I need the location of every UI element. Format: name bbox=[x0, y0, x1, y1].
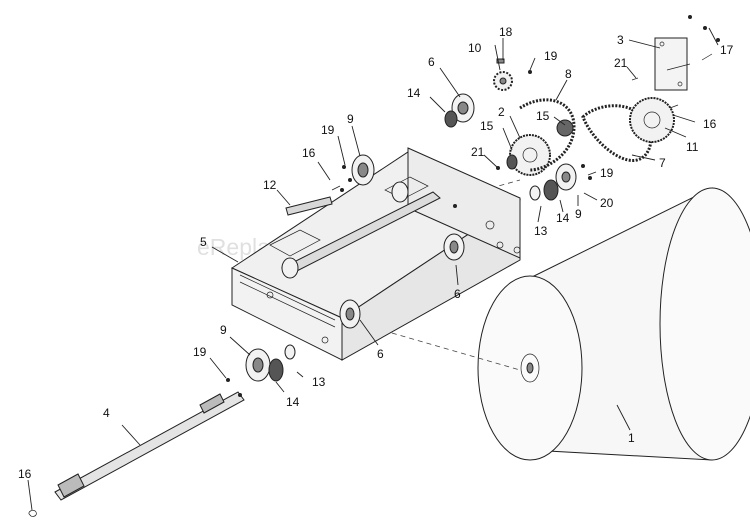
bearing-flange-top bbox=[451, 93, 475, 123]
callout-19-lower: 19 bbox=[193, 345, 207, 359]
callout-1: 1 bbox=[628, 431, 635, 445]
callout-5: 5 bbox=[200, 235, 207, 249]
sprocket-top bbox=[493, 71, 513, 91]
callout-7: 7 bbox=[659, 156, 666, 170]
callout-10: 10 bbox=[468, 41, 482, 55]
callout-16-middle: 16 bbox=[302, 146, 316, 160]
sprocket-large-right bbox=[629, 97, 675, 143]
hardware-bits bbox=[226, 15, 720, 397]
bearing-small-top bbox=[444, 110, 458, 128]
callout-3: 3 bbox=[617, 33, 624, 47]
bearing-flange-upper-left bbox=[351, 154, 375, 186]
bearing-flange-lower-left bbox=[339, 299, 361, 329]
bearing-assembly-lower bbox=[245, 344, 296, 382]
callout-2: 2 bbox=[498, 105, 505, 119]
callout-19-top: 19 bbox=[544, 49, 558, 63]
mount-plate bbox=[654, 37, 691, 91]
callout-8: 8 bbox=[565, 67, 572, 81]
bearing-assembly-right bbox=[529, 163, 577, 201]
chain-right bbox=[581, 104, 653, 162]
callout-6-lower: 6 bbox=[377, 347, 384, 361]
callout-6-middle: 6 bbox=[454, 287, 461, 301]
callout-20: 20 bbox=[600, 196, 614, 210]
callout-11: 11 bbox=[686, 140, 699, 154]
callout-21-left: 21 bbox=[471, 145, 485, 159]
sprocket-small-left bbox=[556, 119, 574, 137]
callout-14-lower: 14 bbox=[286, 395, 300, 409]
sprocket-large-left bbox=[506, 134, 551, 176]
callout-9-lower: 9 bbox=[220, 323, 227, 337]
callout-21-right: 21 bbox=[614, 56, 628, 70]
callout-12: 12 bbox=[263, 178, 277, 192]
callout-9-upper: 9 bbox=[347, 112, 354, 126]
callout-19-middle: 19 bbox=[321, 123, 335, 137]
bearing-flange-lower-mid bbox=[443, 233, 465, 261]
callout-13-right: 13 bbox=[534, 224, 548, 238]
callout-13-lower: 13 bbox=[312, 375, 326, 389]
callout-labels: 1 2 3 4 5 6 6 6 7 8 9 9 9 10 11 12 13 13… bbox=[18, 25, 734, 481]
callout-19-right: 19 bbox=[600, 166, 614, 180]
short-shaft bbox=[285, 196, 333, 216]
callout-14-top: 14 bbox=[407, 86, 421, 100]
callout-16-lower: 16 bbox=[18, 467, 32, 481]
roller-frame bbox=[230, 147, 522, 361]
callout-16-right: 16 bbox=[703, 117, 717, 131]
leader-lines bbox=[27, 27, 719, 511]
callout-18: 18 bbox=[499, 25, 513, 39]
callout-15-right: 15 bbox=[536, 109, 550, 123]
callout-14-right: 14 bbox=[556, 211, 570, 225]
axle-shaft bbox=[28, 391, 245, 517]
callout-15-left: 15 bbox=[480, 119, 494, 133]
callout-9-right: 9 bbox=[575, 207, 582, 221]
callout-4: 4 bbox=[103, 406, 110, 420]
roller-drum bbox=[477, 187, 750, 461]
callout-17: 17 bbox=[720, 43, 734, 57]
callout-6-top: 6 bbox=[428, 55, 435, 69]
